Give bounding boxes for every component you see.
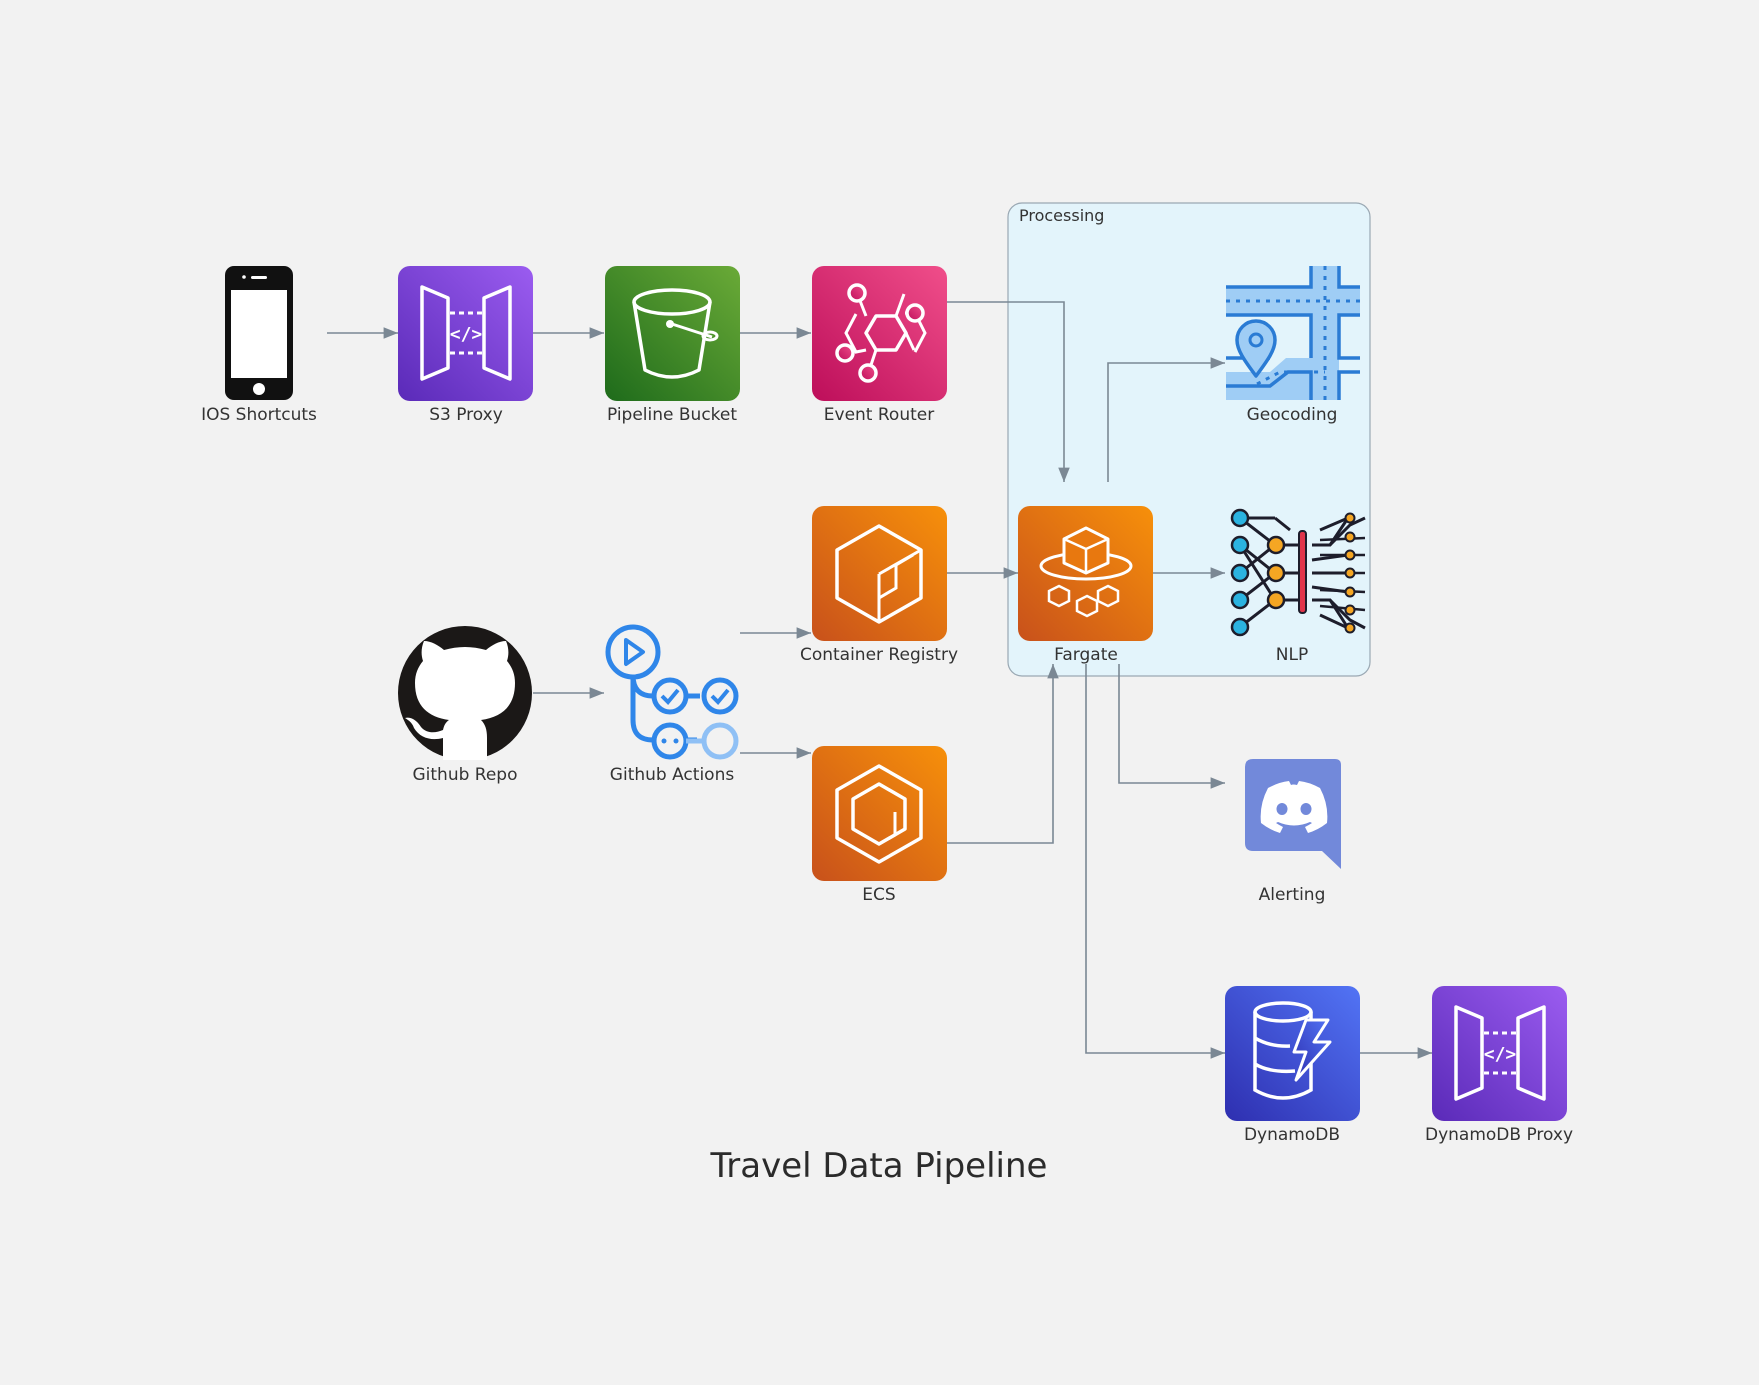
svg-text:</>: </> <box>450 324 483 345</box>
node-label: S3 Proxy <box>429 405 503 425</box>
svg-text:</>: </> <box>1484 1044 1517 1065</box>
node-label: Event Router <box>824 405 934 425</box>
node-nlp: NLP <box>1230 508 1366 665</box>
cluster-label: Processing <box>1019 206 1104 225</box>
node-fargate: Fargate <box>1018 506 1153 665</box>
edge-fargate-alerting <box>1118 664 1225 789</box>
node-ecs: ECS <box>812 746 947 905</box>
github-actions-icon <box>605 624 739 760</box>
neural-network-icon <box>1230 508 1366 637</box>
node-label: Github Actions <box>610 765 735 785</box>
ecr-icon <box>812 506 947 641</box>
edge-fargate-geocoding <box>1107 357 1225 482</box>
node-pipeline-bucket: Pipeline Bucket <box>605 266 740 425</box>
api-gateway-icon: </> <box>398 266 533 401</box>
edges <box>327 301 1432 1059</box>
node-label: ECS <box>862 885 895 905</box>
ecs-icon <box>812 746 947 881</box>
fargate-icon <box>1018 506 1153 641</box>
node-dynamodb: DynamoDB <box>1225 986 1360 1145</box>
node-label: NLP <box>1276 645 1308 665</box>
api-gateway-icon: </> <box>1432 986 1567 1121</box>
map-pin-icon <box>1226 266 1360 400</box>
node-container-registry: Container Registry <box>800 506 958 665</box>
node-label: DynamoDB <box>1244 1125 1340 1145</box>
node-github-repo: Github Repo <box>398 626 532 785</box>
node-label: Fargate <box>1054 645 1118 665</box>
github-icon <box>398 626 532 760</box>
node-label: DynamoDB Proxy <box>1425 1125 1573 1145</box>
node-label: Pipeline Bucket <box>607 405 737 425</box>
node-github-actions: Github Actions <box>605 624 739 785</box>
node-label: Github Repo <box>412 765 517 785</box>
edge-ecs-fargate <box>946 664 1059 844</box>
node-label: IOS Shortcuts <box>201 405 317 425</box>
node-s3-proxy: </> S3 Proxy <box>398 266 533 425</box>
node-label: Alerting <box>1259 885 1326 905</box>
edge-fargate-dynamodb <box>1085 664 1225 1059</box>
node-alerting: Alerting <box>1245 759 1341 905</box>
node-label: Geocoding <box>1247 405 1338 425</box>
edge-router-fargate <box>946 301 1070 482</box>
mobile-phone-icon <box>225 266 293 400</box>
discord-icon <box>1245 759 1341 869</box>
node-event-router: Event Router <box>812 266 947 425</box>
dynamodb-icon <box>1225 986 1360 1121</box>
diagram-title: Travel Data Pipeline <box>710 1146 1048 1186</box>
node-dynamodb-proxy: </> DynamoDB Proxy <box>1425 986 1573 1145</box>
s3-bucket-icon <box>605 266 740 401</box>
node-label: Container Registry <box>800 645 958 665</box>
eventbridge-icon <box>812 266 947 401</box>
node-ios-shortcuts: IOS Shortcuts <box>201 266 317 425</box>
node-geocoding: Geocoding <box>1226 266 1360 425</box>
